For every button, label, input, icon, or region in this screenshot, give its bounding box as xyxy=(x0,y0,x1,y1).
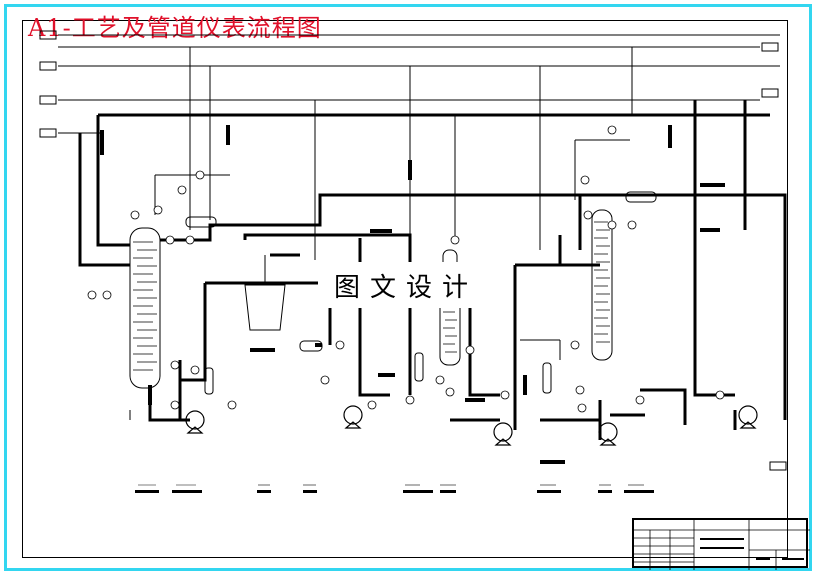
watermark-label: 图文设计 xyxy=(318,262,494,308)
title-block-grid xyxy=(634,520,810,570)
separator-icon xyxy=(244,255,286,331)
title-block xyxy=(632,518,810,570)
instrument-bubble-icon xyxy=(87,125,725,413)
arrow-connector-icon xyxy=(761,42,787,471)
outer-drawing-frame xyxy=(4,4,812,571)
distillation-column-icon xyxy=(129,227,161,389)
distillation-column-icon xyxy=(591,209,613,361)
drawing-title: A1-工艺及管道仪表流程图 xyxy=(28,14,322,42)
heat-exchanger-icon xyxy=(185,191,657,395)
equipment-tag-row xyxy=(135,490,654,493)
arrow-connector-icon xyxy=(39,30,57,138)
inner-drawing-border xyxy=(22,20,788,558)
pump-icon xyxy=(185,405,758,446)
